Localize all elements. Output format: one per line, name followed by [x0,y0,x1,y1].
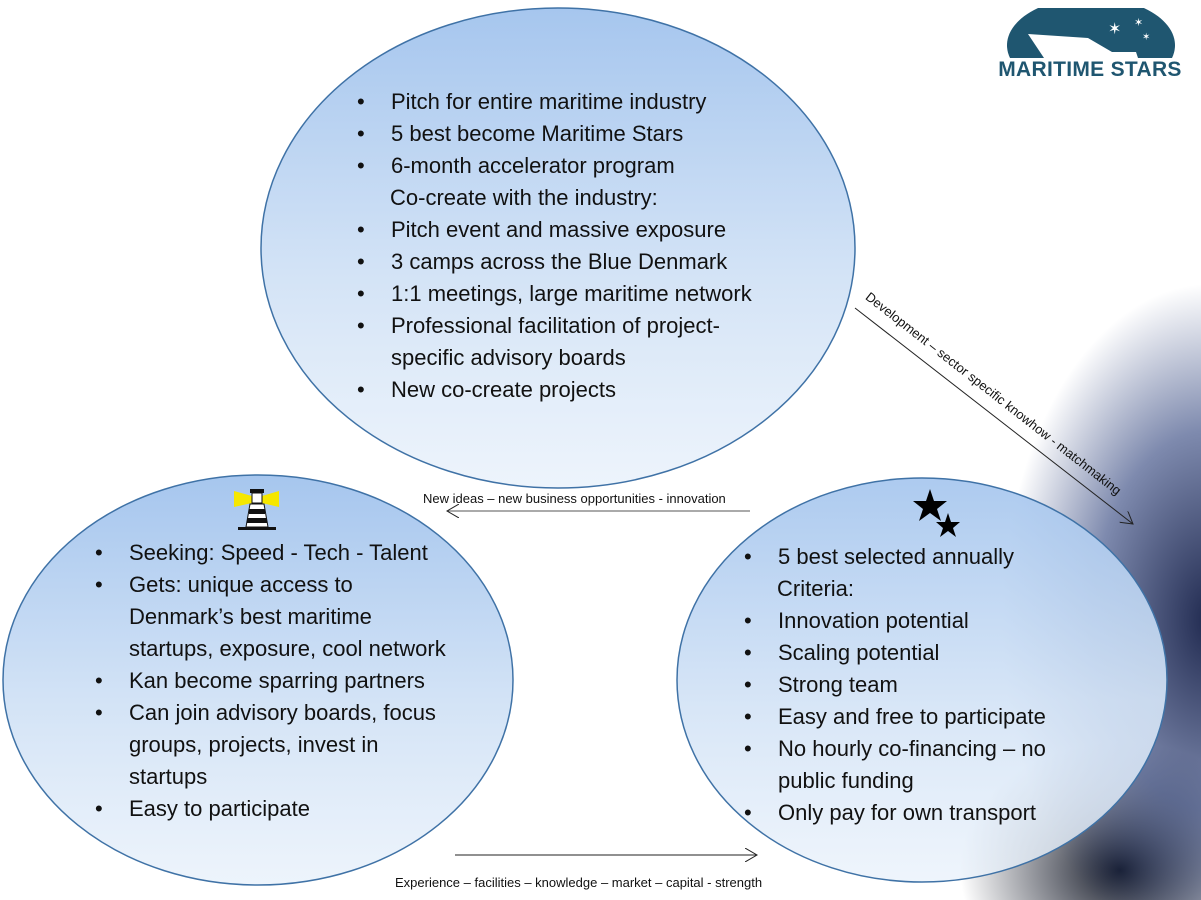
logo-ship-icon: ✶ ✶ ✶ [1007,0,1175,58]
stars-icon [913,489,960,537]
logo-text: MARITIME STARS [998,58,1182,81]
svg-text:✶: ✶ [1108,21,1121,38]
list-item: Innovation potential [744,605,1104,637]
list-item: Gets: unique access to Denmark’s best ma… [95,569,455,665]
list-item: Scaling potential [744,637,1104,669]
middle-arrow-label: New ideas – new business opportunities -… [423,491,726,506]
list-item: Co-create with the industry: [390,185,658,210]
list-item: New co-create projects [357,374,787,406]
list-item: Pitch for entire maritime industry [357,86,787,118]
diagonal-arrow [854,307,1133,524]
left-circle-list: Seeking: Speed - Tech - TalentGets: uniq… [95,537,455,825]
svg-text:✶: ✶ [1142,32,1150,43]
bottom-arrow-label: Experience – facilities – knowledge – ma… [395,875,763,890]
list-item: Can join advisory boards, focus groups, … [95,697,455,793]
list-item: Kan become sparring partners [95,665,455,697]
list-item: Easy to participate [95,793,455,825]
list-item: 5 best selected annually [744,541,1104,573]
list-item: Seeking: Speed - Tech - Talent [95,537,455,569]
list-item: No hourly co-financing – no public fundi… [744,733,1104,797]
list-item: 3 camps across the Blue Denmark [357,246,787,278]
list-item: 6-month accelerator program [357,150,787,182]
list-item: Professional facilitation of project-spe… [357,310,787,374]
list-item: Easy and free to participate [744,701,1104,733]
list-item: Only pay for own transport [744,797,1104,829]
svg-text:✶: ✶ [1134,17,1143,29]
top-circle-list: Pitch for entire maritime industry5 best… [357,86,787,406]
list-item: 5 best become Maritime Stars [357,118,787,150]
lighthouse-icon [234,489,279,530]
list-item: Pitch event and massive exposure [357,214,787,246]
list-item: Strong team [744,669,1104,701]
list-item: 1:1 meetings, large maritime network [357,278,787,310]
maritime-stars-logo: ✶ ✶ ✶ MARITIME STARS [988,0,1192,82]
list-item: Criteria: [777,576,855,601]
